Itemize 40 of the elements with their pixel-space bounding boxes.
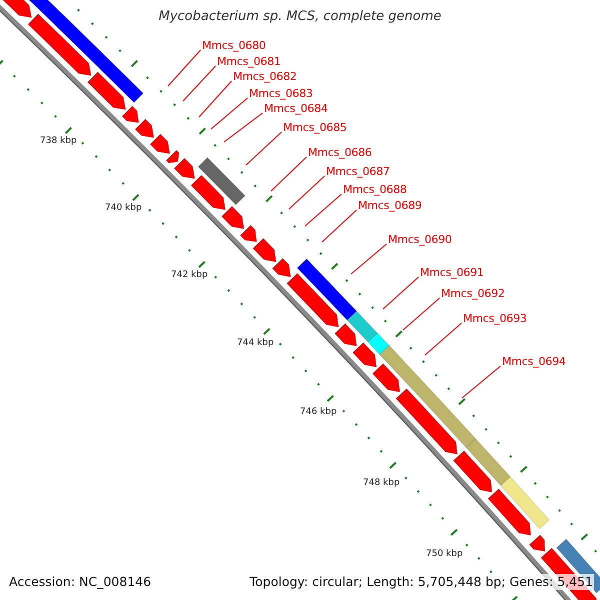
gene-label: Mmcs_0685 (283, 121, 347, 135)
gene-label: Mmcs_0684 (264, 102, 328, 116)
leader-line (198, 80, 232, 118)
leader-line (224, 112, 263, 142)
gene-label: Mmcs_0690 (388, 233, 452, 247)
position-label: 738 kbp (40, 136, 77, 147)
position-label: 748 kbp (363, 478, 400, 489)
position-label: 744 kbp (237, 338, 274, 349)
genome-stats-text: Topology: circular; Length: 5,705,448 bp; Genes: 5,451 (248, 574, 594, 590)
gene-label: Mmcs_0681 (217, 55, 281, 69)
title: Mycobacterium sp. MCS, complete genome (158, 9, 442, 24)
position-label: 746 kbp (300, 407, 337, 418)
gene-label: Mmcs_0682 (233, 70, 297, 84)
leader-line (270, 156, 307, 192)
leader-line (304, 194, 342, 226)
gene-label: Mmcs_0686 (308, 146, 372, 160)
gene-label: Mmcs_0689 (358, 199, 422, 213)
leader-line (182, 66, 216, 102)
gene-label: Mmcs_0694 (502, 355, 566, 369)
gene-label: Mmcs_0691 (420, 266, 484, 280)
leader-line (288, 176, 325, 210)
position-label: 750 kbp (426, 549, 463, 560)
gene-label: Mmcs_0683 (249, 87, 313, 101)
leader-line (382, 276, 419, 310)
leader-line (402, 298, 440, 330)
gene-label: Mmcs_0680 (202, 39, 266, 53)
leader-line (424, 322, 462, 356)
position-label: 742 kbp (171, 270, 208, 281)
leader-line (210, 98, 248, 130)
leader-line (462, 366, 501, 398)
gene-label: Mmcs_0693 (463, 312, 527, 326)
leader-line (322, 210, 357, 242)
leader-line (168, 50, 201, 86)
leader-line (350, 244, 387, 274)
position-label: 740 kbp (105, 203, 142, 214)
gene-label: Mmcs_0687 (326, 165, 390, 179)
gene-label: Mmcs_0688 (343, 183, 407, 197)
gene-label: Mmcs_0692 (441, 287, 505, 301)
accession-text: Accession: NC_008146 (8, 574, 152, 590)
leader-line (246, 132, 282, 166)
